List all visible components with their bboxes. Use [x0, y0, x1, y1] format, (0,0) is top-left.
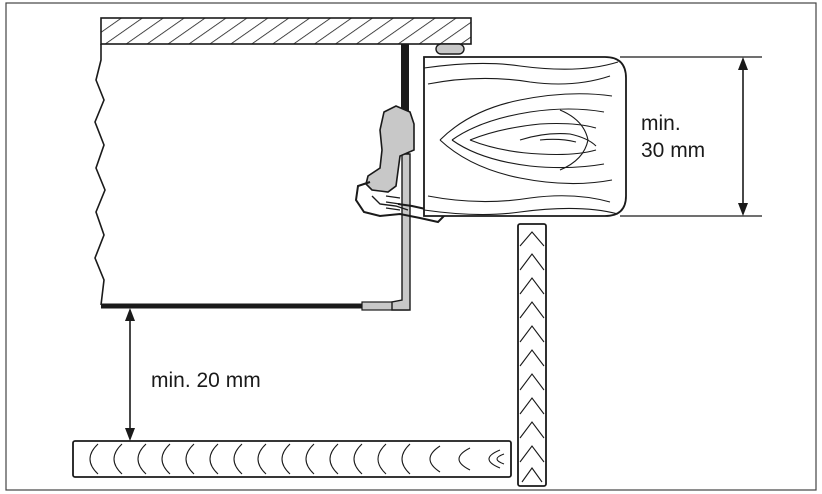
- dimension-20mm-label: min. 20 mm: [151, 369, 261, 392]
- dimension-30mm-label-line1: min.: [641, 112, 681, 135]
- diagram-frame: [5, 2, 817, 491]
- appliance-body: [94, 44, 106, 306]
- seal-strip: [435, 43, 465, 55]
- wood-bottom-board: [72, 440, 512, 478]
- dimension-30mm: [620, 56, 762, 217]
- dimension-20mm: [125, 308, 135, 441]
- countertop: [100, 17, 472, 45]
- dimension-30mm-label-line2: 30 mm: [641, 139, 706, 162]
- fixing-strip: [391, 153, 411, 311]
- clip-bracket: [365, 105, 415, 193]
- front-panel: [401, 44, 409, 154]
- wood-top-rail: [423, 56, 627, 217]
- clip-hook-inner: [371, 195, 409, 211]
- clip-spring: [385, 195, 401, 211]
- wood-vertical-board: [517, 223, 547, 487]
